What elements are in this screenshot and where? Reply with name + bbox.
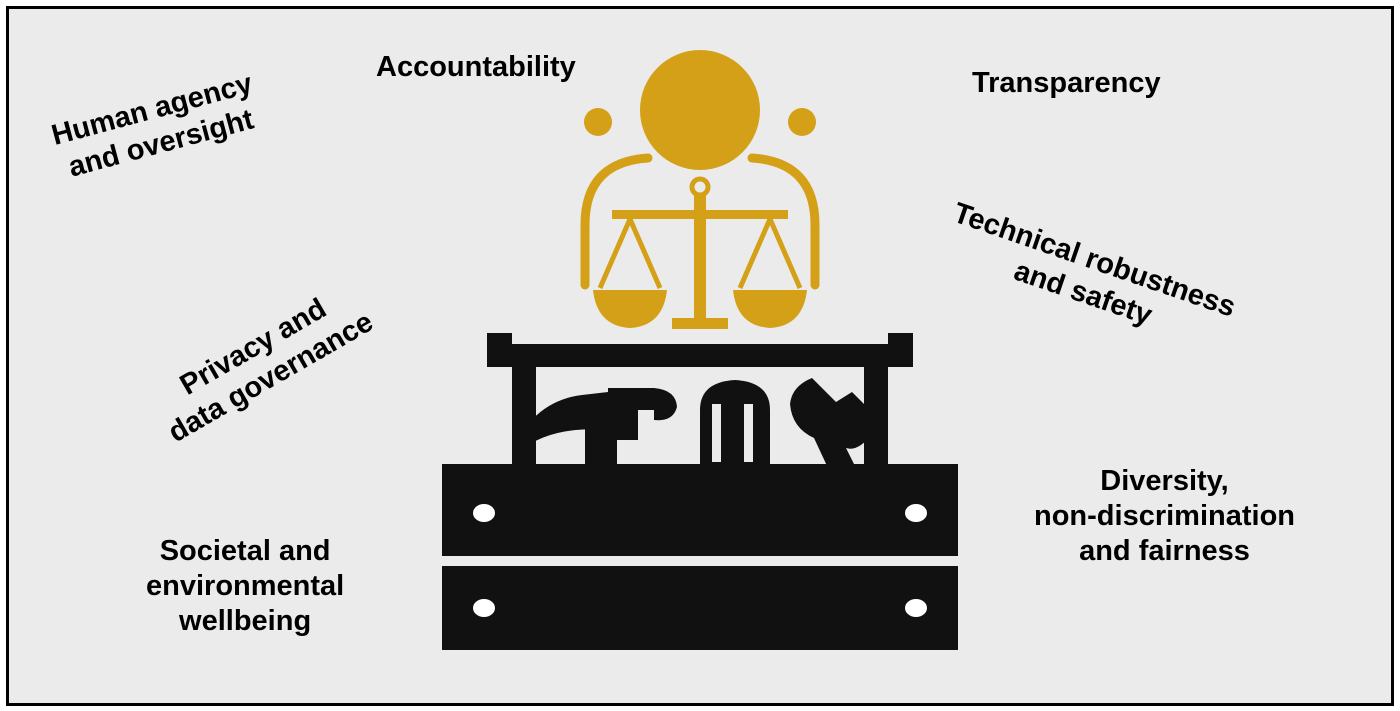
label-societal-line-2: environmental xyxy=(146,569,345,602)
label-accountability: Accountability xyxy=(376,51,576,83)
person-left-dot xyxy=(584,108,612,136)
person-right-dot xyxy=(788,108,816,136)
person-shoulders xyxy=(580,153,820,290)
label-diversity: Diversity, non-discrimination and fairne… xyxy=(1034,464,1295,568)
label-transparency: Transparency xyxy=(972,67,1161,99)
scale-left-pan xyxy=(593,290,667,328)
toolbox-lower-drawer xyxy=(442,566,958,650)
toolbox-icon xyxy=(442,333,958,650)
label-diversity-line-1: Diversity, xyxy=(1100,465,1229,497)
hammer-icon xyxy=(517,388,677,468)
label-societal: Societal and environmental wellbeing xyxy=(146,534,344,638)
toolbox-handle xyxy=(487,333,913,470)
scales-of-justice-icon xyxy=(593,176,807,329)
screwdriver-icon xyxy=(700,380,770,468)
toolbox-upper-tray xyxy=(442,464,958,556)
wrench-icon xyxy=(790,378,878,468)
person-icon xyxy=(580,50,820,290)
label-diversity-line-2: non-discrimination xyxy=(1034,499,1295,532)
person-head xyxy=(640,50,760,170)
label-societal-line-3: wellbeing xyxy=(179,604,312,637)
label-diversity-line-3: and fairness xyxy=(1079,534,1250,567)
scale-right-pan xyxy=(733,290,807,328)
label-societal-line-1: Societal and xyxy=(159,535,331,567)
